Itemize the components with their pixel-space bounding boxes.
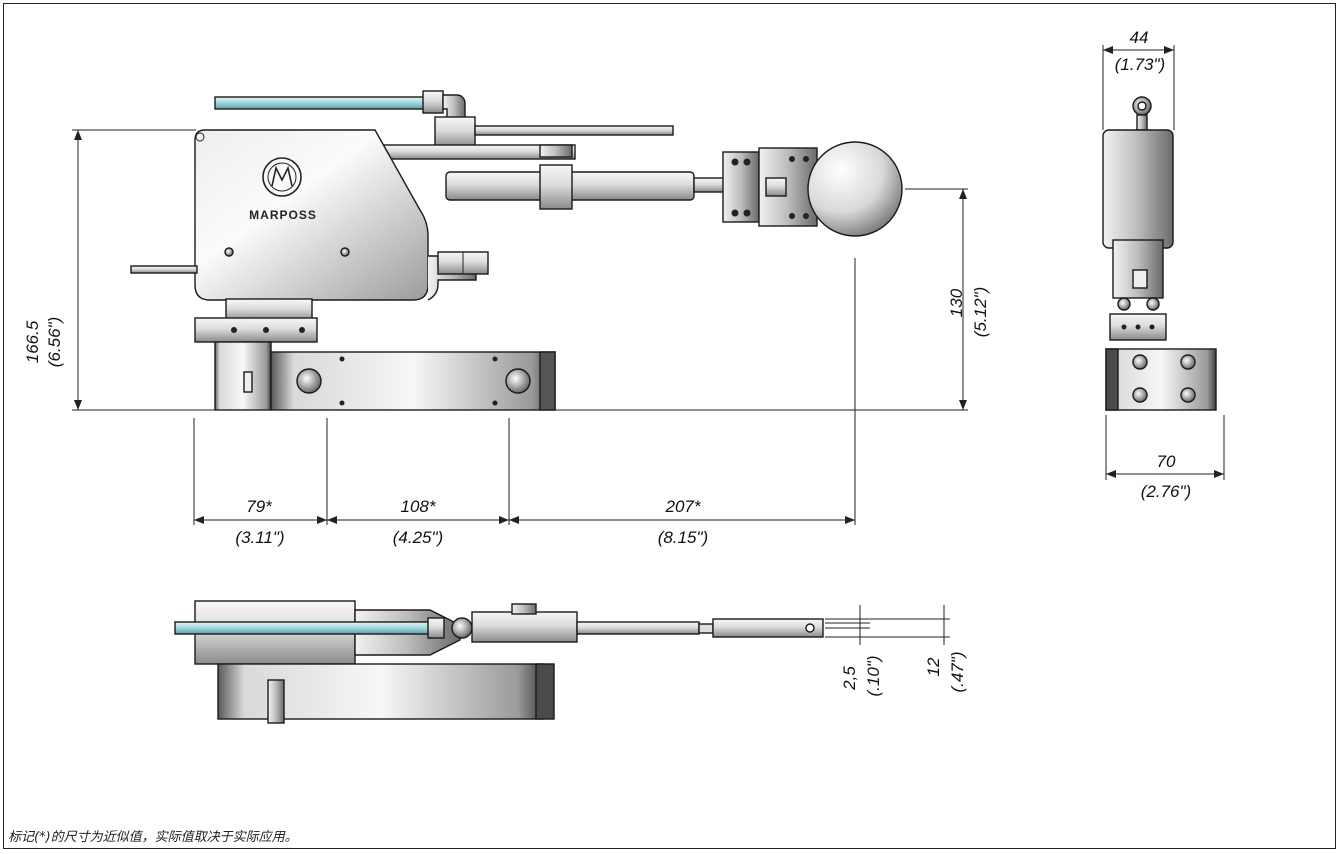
logo-ring-icon — [262, 157, 302, 197]
footnote: 标记(*)的尺寸为近似值，实际值取决于实际应用。 — [8, 830, 298, 845]
top-fitting — [427, 617, 445, 639]
tube-fitting — [422, 90, 444, 114]
housing-corner-mark — [195, 132, 205, 142]
top-view: 2,5 (.10") 12 (.47") — [174, 600, 967, 724]
top-probe-rod — [576, 621, 700, 635]
jaw-screw-icon — [789, 213, 795, 219]
front-slide — [1109, 313, 1167, 341]
front-screw-icon — [1146, 297, 1160, 311]
front-view: 44 (1.73") 70 (2.76") — [1102, 28, 1225, 501]
jaw-screw-icon — [803, 213, 809, 219]
logo-text: MARPOSS — [249, 208, 317, 222]
elbow-fitting — [442, 94, 466, 120]
logo-inner-ring-icon — [267, 162, 297, 192]
workpiece-ball — [807, 141, 903, 237]
offset-2-inch: (4.25") — [393, 528, 443, 547]
height-overall-inch: (6.56") — [45, 317, 64, 367]
housing-screw-icon — [224, 247, 234, 257]
jaw-pivot — [765, 177, 787, 197]
slide-screw-icon — [231, 327, 237, 333]
front-base — [1105, 348, 1217, 411]
offset-3-mm: 207* — [665, 497, 702, 516]
front-base-bolt-icon — [1132, 354, 1148, 370]
offset-3-inch: (8.15") — [658, 528, 708, 547]
top-width-inch: (1.73") — [1115, 55, 1165, 74]
top-probe-head — [712, 618, 824, 638]
front-screw-icon — [1117, 297, 1131, 311]
top-cylinder-block — [471, 611, 578, 643]
small-offset-mm: 2,5 — [840, 666, 859, 691]
base-width-mm: 70 — [1157, 452, 1176, 471]
head-screw-icon — [743, 158, 751, 166]
cylinder-collar — [539, 164, 573, 210]
base-knob — [243, 371, 253, 393]
small-offset-inch: (.10") — [864, 656, 883, 697]
jaw-screw-icon — [789, 156, 795, 162]
slide-screw-icon — [299, 327, 305, 333]
front-base-bolt-icon — [1132, 387, 1148, 403]
front-base-bolt-icon — [1180, 387, 1196, 403]
cable — [130, 265, 198, 274]
top-base — [217, 663, 545, 720]
offset-1-inch: (3.11") — [235, 528, 284, 547]
front-probe-body — [1112, 239, 1164, 299]
large-offset-mm: 12 — [924, 657, 943, 676]
marposs-logo: MARPOSS — [249, 157, 317, 222]
offset-1-mm: 79* — [246, 497, 273, 516]
base-end-cap — [539, 351, 556, 411]
housing-screw-icon — [340, 247, 350, 257]
probe-rod — [693, 177, 725, 193]
front-housing — [1102, 129, 1174, 249]
height-probe-inch: (5.12") — [971, 287, 990, 337]
drawing-frame — [3, 3, 1336, 849]
guide-rod — [474, 125, 674, 136]
arm-clamp — [539, 144, 573, 158]
head-screw-icon — [731, 158, 739, 166]
base-width-inch: (2.76") — [1141, 482, 1191, 501]
jaw-screw-icon — [803, 156, 809, 162]
air-tube — [214, 96, 428, 110]
base-adjust-bolt-icon — [505, 368, 531, 394]
offset-2-mm: 108* — [401, 497, 437, 516]
top-width-mm: 44 — [1130, 28, 1149, 47]
base-left-block — [214, 341, 272, 411]
top-fitting-nut-icon — [451, 617, 473, 639]
top-tube — [174, 621, 442, 635]
logo-m-icon — [271, 165, 293, 187]
slide-plate — [194, 317, 318, 343]
large-offset-inch: (.47") — [948, 652, 967, 693]
front-base-bolt-icon — [1180, 354, 1196, 370]
height-probe-mm: 130 — [947, 288, 966, 317]
height-overall-mm: 166.5 — [23, 320, 42, 363]
slide-screw-icon — [263, 327, 269, 333]
bracket-block — [434, 116, 476, 148]
side-view: MARPOSS — [23, 90, 990, 547]
base-adjust-bolt-icon — [296, 368, 322, 394]
head-screw-icon — [731, 209, 739, 217]
head-screw-icon — [743, 209, 751, 217]
probe-head — [722, 151, 760, 223]
